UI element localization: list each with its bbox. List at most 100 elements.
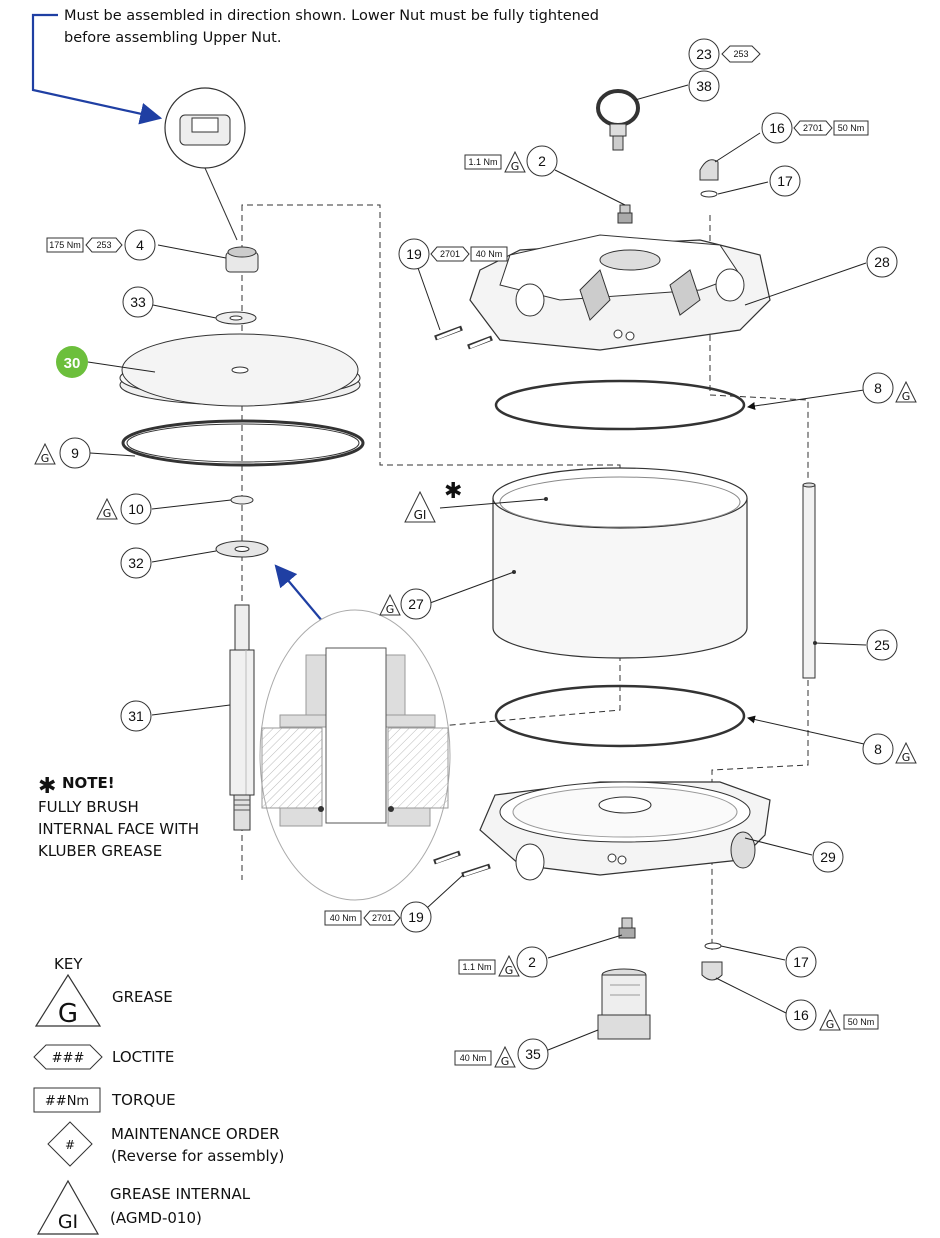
svg-text:9: 9: [71, 445, 79, 461]
svg-text:G: G: [103, 507, 112, 520]
part-nut-4: [157, 244, 259, 273]
svg-text:GI: GI: [58, 1211, 78, 1233]
callout-19-top: 19 2701 40 Nm: [398, 238, 508, 270]
callout-17-top: 17: [769, 165, 801, 197]
section-detail-view: [259, 609, 451, 901]
svg-text:35: 35: [525, 1046, 541, 1062]
svg-text:28: 28: [874, 254, 890, 270]
part-piston-rod: [151, 604, 255, 831]
svg-text:G: G: [902, 751, 911, 764]
svg-text:27: 27: [408, 596, 424, 612]
part-dowel-pins-bottom: [426, 850, 491, 909]
svg-text:(Reverse for assembly): (Reverse for assembly): [111, 1147, 284, 1165]
callout-2-bottom: 1.1 Nm G 2: [458, 946, 548, 978]
svg-text:40 Nm: 40 Nm: [460, 1053, 487, 1063]
svg-text:40 Nm: 40 Nm: [330, 913, 357, 923]
svg-text:G: G: [386, 603, 395, 616]
svg-text:###: ###: [52, 1051, 85, 1066]
callout-17-bottom: 17: [785, 946, 817, 978]
svg-text:10: 10: [128, 501, 144, 517]
svg-text:(AGMD-010): (AGMD-010): [110, 1209, 202, 1227]
note-line2: INTERNAL FACE WITH: [38, 820, 199, 838]
svg-text:8: 8: [874, 380, 882, 396]
key-grease-internal: GI GREASE INTERNAL (AGMD-010): [36, 1179, 251, 1235]
callout-23: 23 253: [688, 38, 761, 70]
nut-detail-zoom: [164, 87, 246, 241]
svg-text:2: 2: [538, 153, 546, 169]
top-note-line2: before assembling Upper Nut.: [64, 30, 281, 46]
svg-text:G: G: [58, 999, 78, 1029]
svg-text:#: #: [65, 1138, 75, 1152]
callout-33: 33: [122, 286, 154, 318]
top-note: Must be assembled in direction shown. Lo…: [31, 8, 599, 125]
callout-29: 29: [812, 841, 844, 873]
key-title: KEY: [54, 955, 83, 973]
legend-key: KEY G GREASE ### LOCTITE ##Nm TORQUE # M…: [33, 955, 284, 1235]
svg-text:✱: ✱: [38, 774, 56, 799]
svg-text:19: 19: [408, 909, 424, 925]
part-oring-lower: [494, 684, 865, 748]
svg-text:GREASE INTERNAL: GREASE INTERNAL: [110, 1185, 251, 1203]
part-base-housing: [479, 781, 813, 881]
part-tie-rod: [802, 482, 867, 679]
svg-text:50 Nm: 50 Nm: [838, 123, 865, 133]
key-maintenance-order: # MAINTENANCE ORDER (Reverse for assembl…: [47, 1121, 284, 1167]
svg-text:GI: GI: [414, 508, 427, 522]
svg-text:17: 17: [777, 173, 793, 189]
callout-8-bottom: 8 G: [862, 733, 917, 765]
svg-text:MAINTENANCE ORDER: MAINTENANCE ORDER: [111, 1125, 280, 1143]
svg-text:23: 23: [696, 46, 712, 62]
callout-28: 28: [866, 246, 898, 278]
callout-30-badge: 30: [56, 346, 88, 378]
part-cylinder: [429, 467, 748, 659]
svg-text:LOCTITE: LOCTITE: [112, 1048, 174, 1066]
part-oring-upper: [494, 379, 865, 431]
grease-note: ✱ NOTE! FULLY BRUSH INTERNAL FACE WITH K…: [38, 774, 199, 860]
svg-text:G: G: [501, 1055, 510, 1068]
part-seal-ring-9: [89, 419, 365, 467]
callout-38: 38: [688, 70, 720, 102]
callout-27-gi: GI ✱: [404, 479, 462, 523]
detail-arrow: [274, 564, 324, 623]
callout-35: 40 Nm G 35: [454, 1038, 549, 1070]
loctite-tag: [721, 45, 761, 63]
part-eyebolt: [596, 84, 689, 151]
part-cap-nut-lower: [701, 942, 787, 1014]
svg-text:##Nm: ##Nm: [45, 1094, 89, 1109]
svg-text:16: 16: [769, 120, 785, 136]
part-washer-33: [152, 304, 257, 325]
svg-text:17: 17: [793, 954, 809, 970]
callout-10: G 10: [96, 493, 152, 525]
callout-8-top: 8 G: [862, 372, 917, 404]
svg-text:29: 29: [820, 849, 836, 865]
callout-9: G 9: [34, 437, 91, 469]
svg-text:38: 38: [696, 78, 712, 94]
note-line1: FULLY BRUSH: [38, 798, 139, 816]
svg-text:✱: ✱: [444, 479, 462, 504]
svg-text:33: 33: [130, 294, 146, 310]
part-piston-plate: [87, 333, 361, 407]
svg-text:19: 19: [406, 246, 422, 262]
note-title: NOTE!: [62, 774, 115, 792]
key-grease: G GREASE: [34, 973, 173, 1029]
svg-text:2: 2: [528, 954, 536, 970]
part-dowel-pins-top: [417, 267, 493, 350]
svg-text:G: G: [902, 390, 911, 403]
svg-text:2701: 2701: [803, 123, 823, 133]
callout-16-bottom: 16 G 50 Nm: [785, 999, 879, 1031]
svg-text:253: 253: [733, 49, 748, 59]
svg-text:2701: 2701: [372, 913, 392, 923]
callout-31: 31: [120, 700, 152, 732]
svg-text:1.1 Nm: 1.1 Nm: [468, 157, 497, 167]
svg-text:253: 253: [96, 240, 111, 250]
svg-text:31: 31: [128, 708, 144, 724]
svg-text:8: 8: [874, 741, 882, 757]
key-loctite: ### LOCTITE: [33, 1044, 174, 1070]
callout-16-top: 16 2701 50 Nm: [761, 112, 869, 144]
callout-2-top: 1.1 Nm G 2: [464, 145, 558, 177]
svg-text:GREASE: GREASE: [112, 988, 173, 1006]
part-cap-nut-upper: [699, 132, 769, 198]
part-top-housing: [469, 234, 867, 351]
